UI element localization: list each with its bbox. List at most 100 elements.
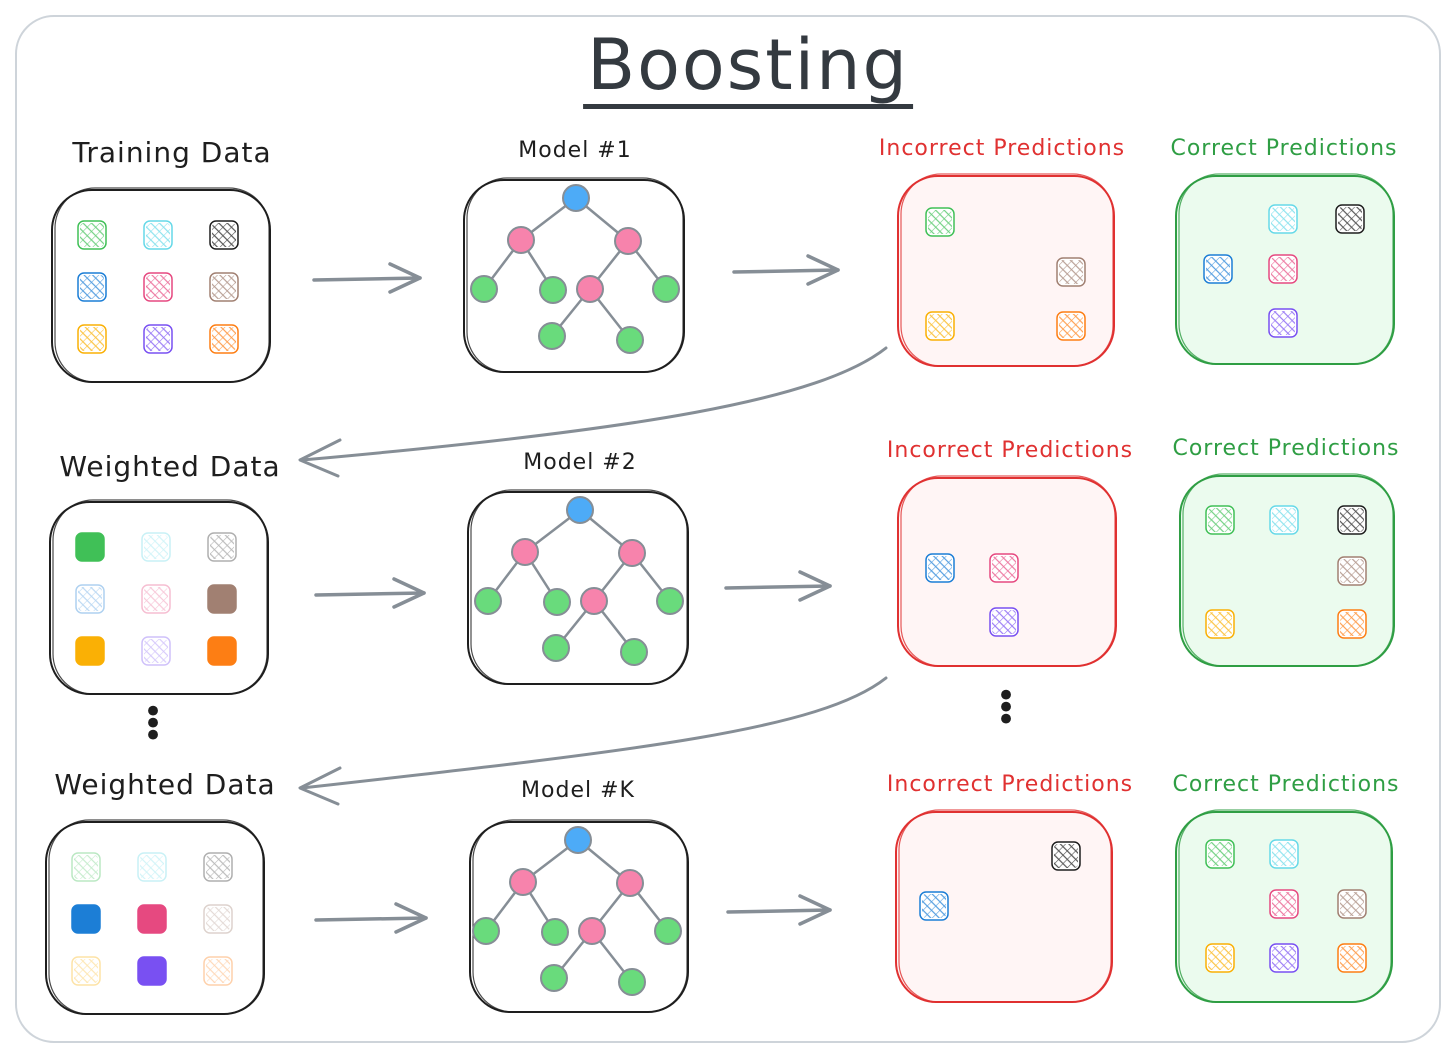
- row3-incorrect-blue: [919, 891, 949, 921]
- tree-node-rll: [542, 634, 570, 662]
- row2-data-square-black: [207, 532, 237, 562]
- tree-node-rr: [652, 275, 680, 303]
- tree-node-rl: [576, 275, 604, 303]
- row3-data-square-orange: [203, 956, 233, 986]
- tree-node-r1: [614, 227, 642, 255]
- row3-correct-label: Correct Predictions: [1172, 772, 1400, 797]
- row3-correct-yellow: [1205, 943, 1235, 973]
- row3-incorrect-black: [1051, 841, 1081, 871]
- row2-data-square-violet: [141, 636, 171, 666]
- row1-correct-violet: [1268, 308, 1298, 338]
- row3-correct-orange: [1337, 943, 1367, 973]
- row3-data-square-blue: [71, 904, 101, 934]
- row2-decision-tree: [474, 496, 684, 666]
- row2-data-square-blue: [75, 584, 105, 614]
- row1-data-square-violet: [143, 324, 173, 354]
- tree-node-root: [564, 826, 592, 854]
- row1-incorrect-brown: [1056, 257, 1086, 287]
- feedback-arrow-2: [298, 676, 888, 806]
- row3-correct-green: [1205, 839, 1235, 869]
- row1-correct-black: [1335, 204, 1365, 234]
- row2-data-square-yellow: [75, 636, 105, 666]
- row2-data-label: Weighted Data: [59, 450, 281, 483]
- row2-incorrect-violet: [989, 607, 1019, 637]
- row2-correct-yellow: [1205, 609, 1235, 639]
- row2-arrow-to-model: [314, 577, 426, 609]
- tree-node-ll: [474, 587, 502, 615]
- row2-model-label: Model #2: [523, 450, 637, 475]
- tree-node-lr: [543, 588, 571, 616]
- tree-node-root: [562, 184, 590, 212]
- tree-node-rlr: [616, 326, 644, 354]
- tree-node-rll: [540, 964, 568, 992]
- row2-data-square-cyan: [141, 532, 171, 562]
- tree-node-rll: [538, 322, 566, 350]
- row2-correct-label: Correct Predictions: [1172, 436, 1400, 461]
- row1-data-square-pink: [143, 272, 173, 302]
- row3-correct-pink: [1269, 889, 1299, 919]
- row3-data-square-violet: [137, 956, 167, 986]
- tree-node-root: [566, 496, 594, 524]
- row3-data-label: Weighted Data: [54, 768, 276, 801]
- row1-data-label: Training Data: [72, 136, 272, 169]
- tree-node-rl: [578, 917, 606, 945]
- tree-node-rlr: [620, 638, 648, 666]
- ellipsis-left: •••: [142, 692, 164, 756]
- row1-decision-tree: [470, 184, 680, 354]
- tree-node-r1: [616, 869, 644, 897]
- feedback-arrow-1: [298, 346, 888, 478]
- row1-incorrect-green: [925, 207, 955, 237]
- row1-data-square-orange: [209, 324, 239, 354]
- row2-correct-green: [1205, 505, 1235, 535]
- tree-node-rr: [654, 917, 682, 945]
- tree-node-rlr: [618, 968, 646, 996]
- row1-data-square-cyan: [143, 220, 173, 250]
- row2-correct-orange: [1337, 609, 1367, 639]
- row2-data-square-pink: [141, 584, 171, 614]
- row2-correct-cyan: [1269, 505, 1299, 535]
- tree-node-lr: [541, 918, 569, 946]
- row2-incorrect-label: Incorrect Predictions: [886, 438, 1134, 463]
- row3-data-square-yellow: [71, 956, 101, 986]
- row3-correct-brown: [1337, 889, 1367, 919]
- row1-correct-blue: [1203, 254, 1233, 284]
- row3-data-square-pink: [137, 904, 167, 934]
- row1-data-square-green: [77, 220, 107, 250]
- row3-arrow-to-model: [314, 902, 428, 934]
- row3-incorrect-label: Incorrect Predictions: [886, 772, 1134, 797]
- row1-model-label: Model #1: [518, 138, 632, 163]
- tree-node-l1: [507, 226, 535, 254]
- row2-data-square-green: [75, 532, 105, 562]
- row1-data-square-blue: [77, 272, 107, 302]
- row3-decision-tree: [472, 826, 682, 996]
- row3-arrow-to-predictions: [726, 894, 832, 926]
- row1-data-square-black: [209, 220, 239, 250]
- row1-data-square-brown: [209, 272, 239, 302]
- tree-node-rr: [656, 587, 684, 615]
- row2-incorrect-blue: [925, 553, 955, 583]
- row3-correct-cyan: [1269, 839, 1299, 869]
- tree-node-ll: [472, 917, 500, 945]
- row3-data-square-cyan: [137, 852, 167, 882]
- row3-model-label: Model #K: [521, 778, 635, 803]
- row2-data-square-orange: [207, 636, 237, 666]
- row2-incorrect-pink: [989, 553, 1019, 583]
- row1-correct-pink: [1268, 254, 1298, 284]
- ellipsis-right: •••: [995, 676, 1017, 740]
- row2-arrow-to-predictions: [724, 570, 832, 602]
- row2-data-square-brown: [207, 584, 237, 614]
- row3-data-square-black: [203, 852, 233, 882]
- tree-node-l1: [511, 538, 539, 566]
- tree-node-l1: [509, 868, 537, 896]
- tree-node-lr: [539, 276, 567, 304]
- row1-incorrect-yellow: [925, 311, 955, 341]
- tree-node-ll: [470, 275, 498, 303]
- tree-node-rl: [580, 587, 608, 615]
- row1-arrow-to-model: [312, 262, 422, 294]
- row1-data-square-yellow: [77, 324, 107, 354]
- row2-correct-black: [1337, 505, 1367, 535]
- row1-incorrect-orange: [1056, 311, 1086, 341]
- row1-arrow-to-predictions: [732, 254, 840, 286]
